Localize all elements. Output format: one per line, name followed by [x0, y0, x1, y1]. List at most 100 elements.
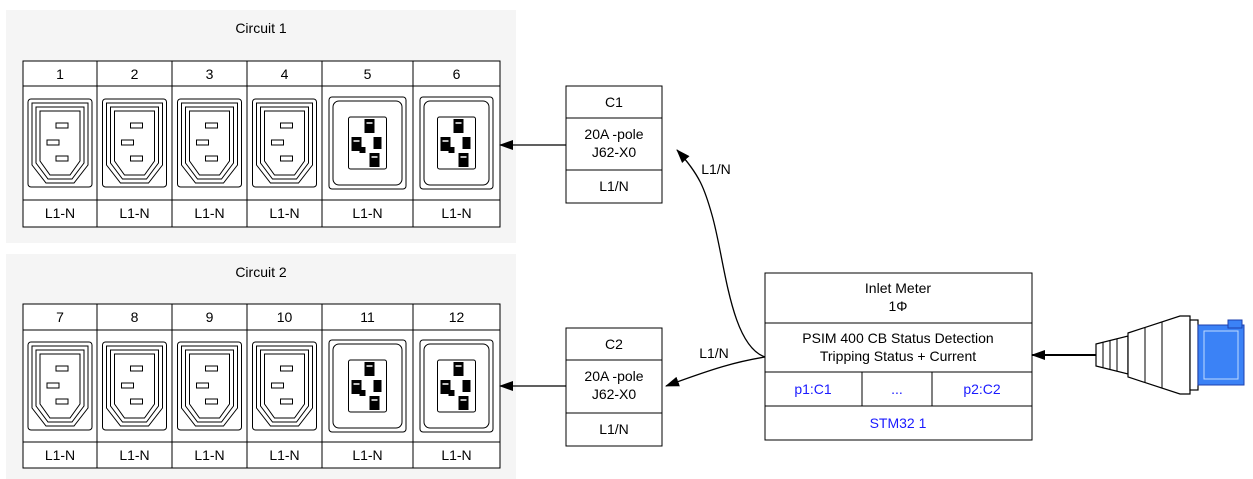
outlet-number-cell [412, 303, 501, 331]
c19-socket-icon [419, 96, 494, 190]
outlet-label-cell [22, 199, 98, 228]
outlet-number: 1 [56, 66, 64, 82]
outlet-body-cell [171, 85, 248, 201]
breaker-model: J62-X0 [592, 144, 637, 160]
meter-description: PSIM 400 CB Status Detection [802, 330, 993, 346]
outlet-label: L1-N [352, 447, 382, 463]
edge-label: L1/N [699, 345, 729, 361]
outlet-label-cell [171, 199, 248, 228]
edge-label: L1/N [701, 161, 731, 177]
inlet-meter: Inlet Meter 1Φ PSIM 400 CB Status Detect… [764, 272, 1033, 441]
outlet-body-cell [96, 85, 173, 201]
outlet-label-cell [412, 441, 501, 469]
outlet-2: 2L1-N [96, 60, 173, 228]
outlet-8: 8L1-N [96, 303, 173, 469]
c19-socket-icon [328, 339, 407, 433]
breaker-phase: L1/N [599, 421, 629, 437]
breaker-rating: 20A -pole [584, 126, 643, 142]
outlet-number: 12 [449, 309, 465, 325]
outlet-number: 7 [56, 309, 64, 325]
outlet-1: 1L1-N [22, 60, 98, 228]
meter-port-link[interactable]: ... [891, 381, 903, 397]
c13-socket-icon [102, 98, 167, 188]
circuit-2-cluster: Circuit 2 7L1-N8L1-N9L1-N10L1-N11L1-N12L… [6, 254, 516, 479]
meter-controller-cell[interactable] [764, 405, 1033, 441]
breaker-rating-cell [565, 117, 663, 171]
c13-socket-icon [177, 341, 242, 431]
connections: L1/N L1/N [499, 140, 1096, 391]
outlet-number: 11 [360, 309, 375, 325]
outlet-label: L1-N [45, 205, 75, 221]
breaker-c1: C1 20A -pole J62-X0 L1/N [565, 85, 663, 204]
breaker-c2: C2 20A -pole J62-X0 L1/N [565, 327, 663, 447]
c19-socket-icon [419, 339, 494, 433]
breaker-name: C1 [605, 94, 623, 110]
outlet-label-cell [96, 441, 173, 469]
outlet-label-cell [22, 441, 98, 469]
outlet-label: L1-N [352, 205, 382, 221]
outlet-number-cell [412, 60, 501, 87]
outlet-body-cell [246, 85, 323, 201]
meter-title-cell [764, 272, 1033, 324]
c19-socket-icon [328, 96, 407, 190]
outlet-4: 4L1-N [246, 60, 323, 228]
meter-port-cell[interactable] [931, 371, 1033, 407]
outlet-number-cell [246, 303, 323, 331]
outlet-label: L1-N [119, 447, 149, 463]
outlet-label: L1-N [194, 447, 224, 463]
meter-phase: 1Φ [889, 298, 908, 314]
breaker-rating-cell [565, 359, 663, 414]
meter-port-link[interactable]: p2:C2 [963, 381, 1001, 397]
outlet-9: 9L1-N [171, 303, 248, 469]
outlet-6: 6L1-N [412, 60, 501, 228]
outlet-label: L1-N [269, 205, 299, 221]
meter-status: Tripping Status + Current [820, 348, 976, 364]
meter-description-cell [764, 322, 1033, 373]
outlet-number-cell [22, 60, 98, 87]
outlet-3: 3L1-N [171, 60, 248, 228]
meter-port-cell[interactable] [764, 371, 863, 407]
outlet-label: L1-N [441, 205, 471, 221]
inlet-plug-icon [1095, 315, 1245, 395]
meter-port-link[interactable]: p1:C1 [794, 381, 832, 397]
outlet-label: L1-N [441, 447, 471, 463]
circuit-title: Circuit 1 [235, 20, 287, 36]
outlet-7: 7L1-N [22, 303, 98, 469]
outlet-body-cell [171, 329, 248, 443]
outlet-number: 8 [131, 309, 139, 325]
outlet-body-cell [246, 329, 323, 443]
breaker-phase-cell [565, 169, 663, 204]
edge-meter-to-c1 [676, 149, 766, 358]
c13-socket-icon [27, 341, 93, 431]
c13-socket-icon [252, 98, 317, 188]
meter-port-cell[interactable] [861, 371, 933, 407]
c13-socket-icon [102, 341, 167, 431]
outlet-number: 4 [281, 66, 289, 82]
outlet-number: 10 [277, 309, 293, 325]
edge-meter-to-c2 [665, 356, 766, 387]
meter-title: Inlet Meter [865, 280, 931, 296]
outlet-number: 9 [206, 309, 214, 325]
c13-socket-icon [252, 341, 317, 431]
c13-socket-icon [27, 98, 93, 188]
outlet-number: 2 [131, 66, 139, 82]
outlet-5: 5L1-N [321, 60, 414, 228]
breaker-name: C2 [605, 336, 623, 352]
breaker-header-cell [565, 85, 663, 119]
outlet-body-cell [96, 329, 173, 443]
outlet-number-cell [96, 60, 173, 87]
outlet-label: L1-N [45, 447, 75, 463]
outlet-label: L1-N [194, 205, 224, 221]
outlet-body-cell [321, 329, 414, 443]
meter-controller-link[interactable]: STM32 1 [870, 415, 927, 431]
outlet-number-cell [171, 60, 248, 87]
breaker-rating: 20A -pole [584, 368, 643, 384]
circuit-title: Circuit 2 [235, 264, 287, 280]
breaker-model: J62-X0 [592, 386, 637, 402]
outlet-label: L1-N [119, 205, 149, 221]
outlet-body-cell [22, 329, 98, 443]
